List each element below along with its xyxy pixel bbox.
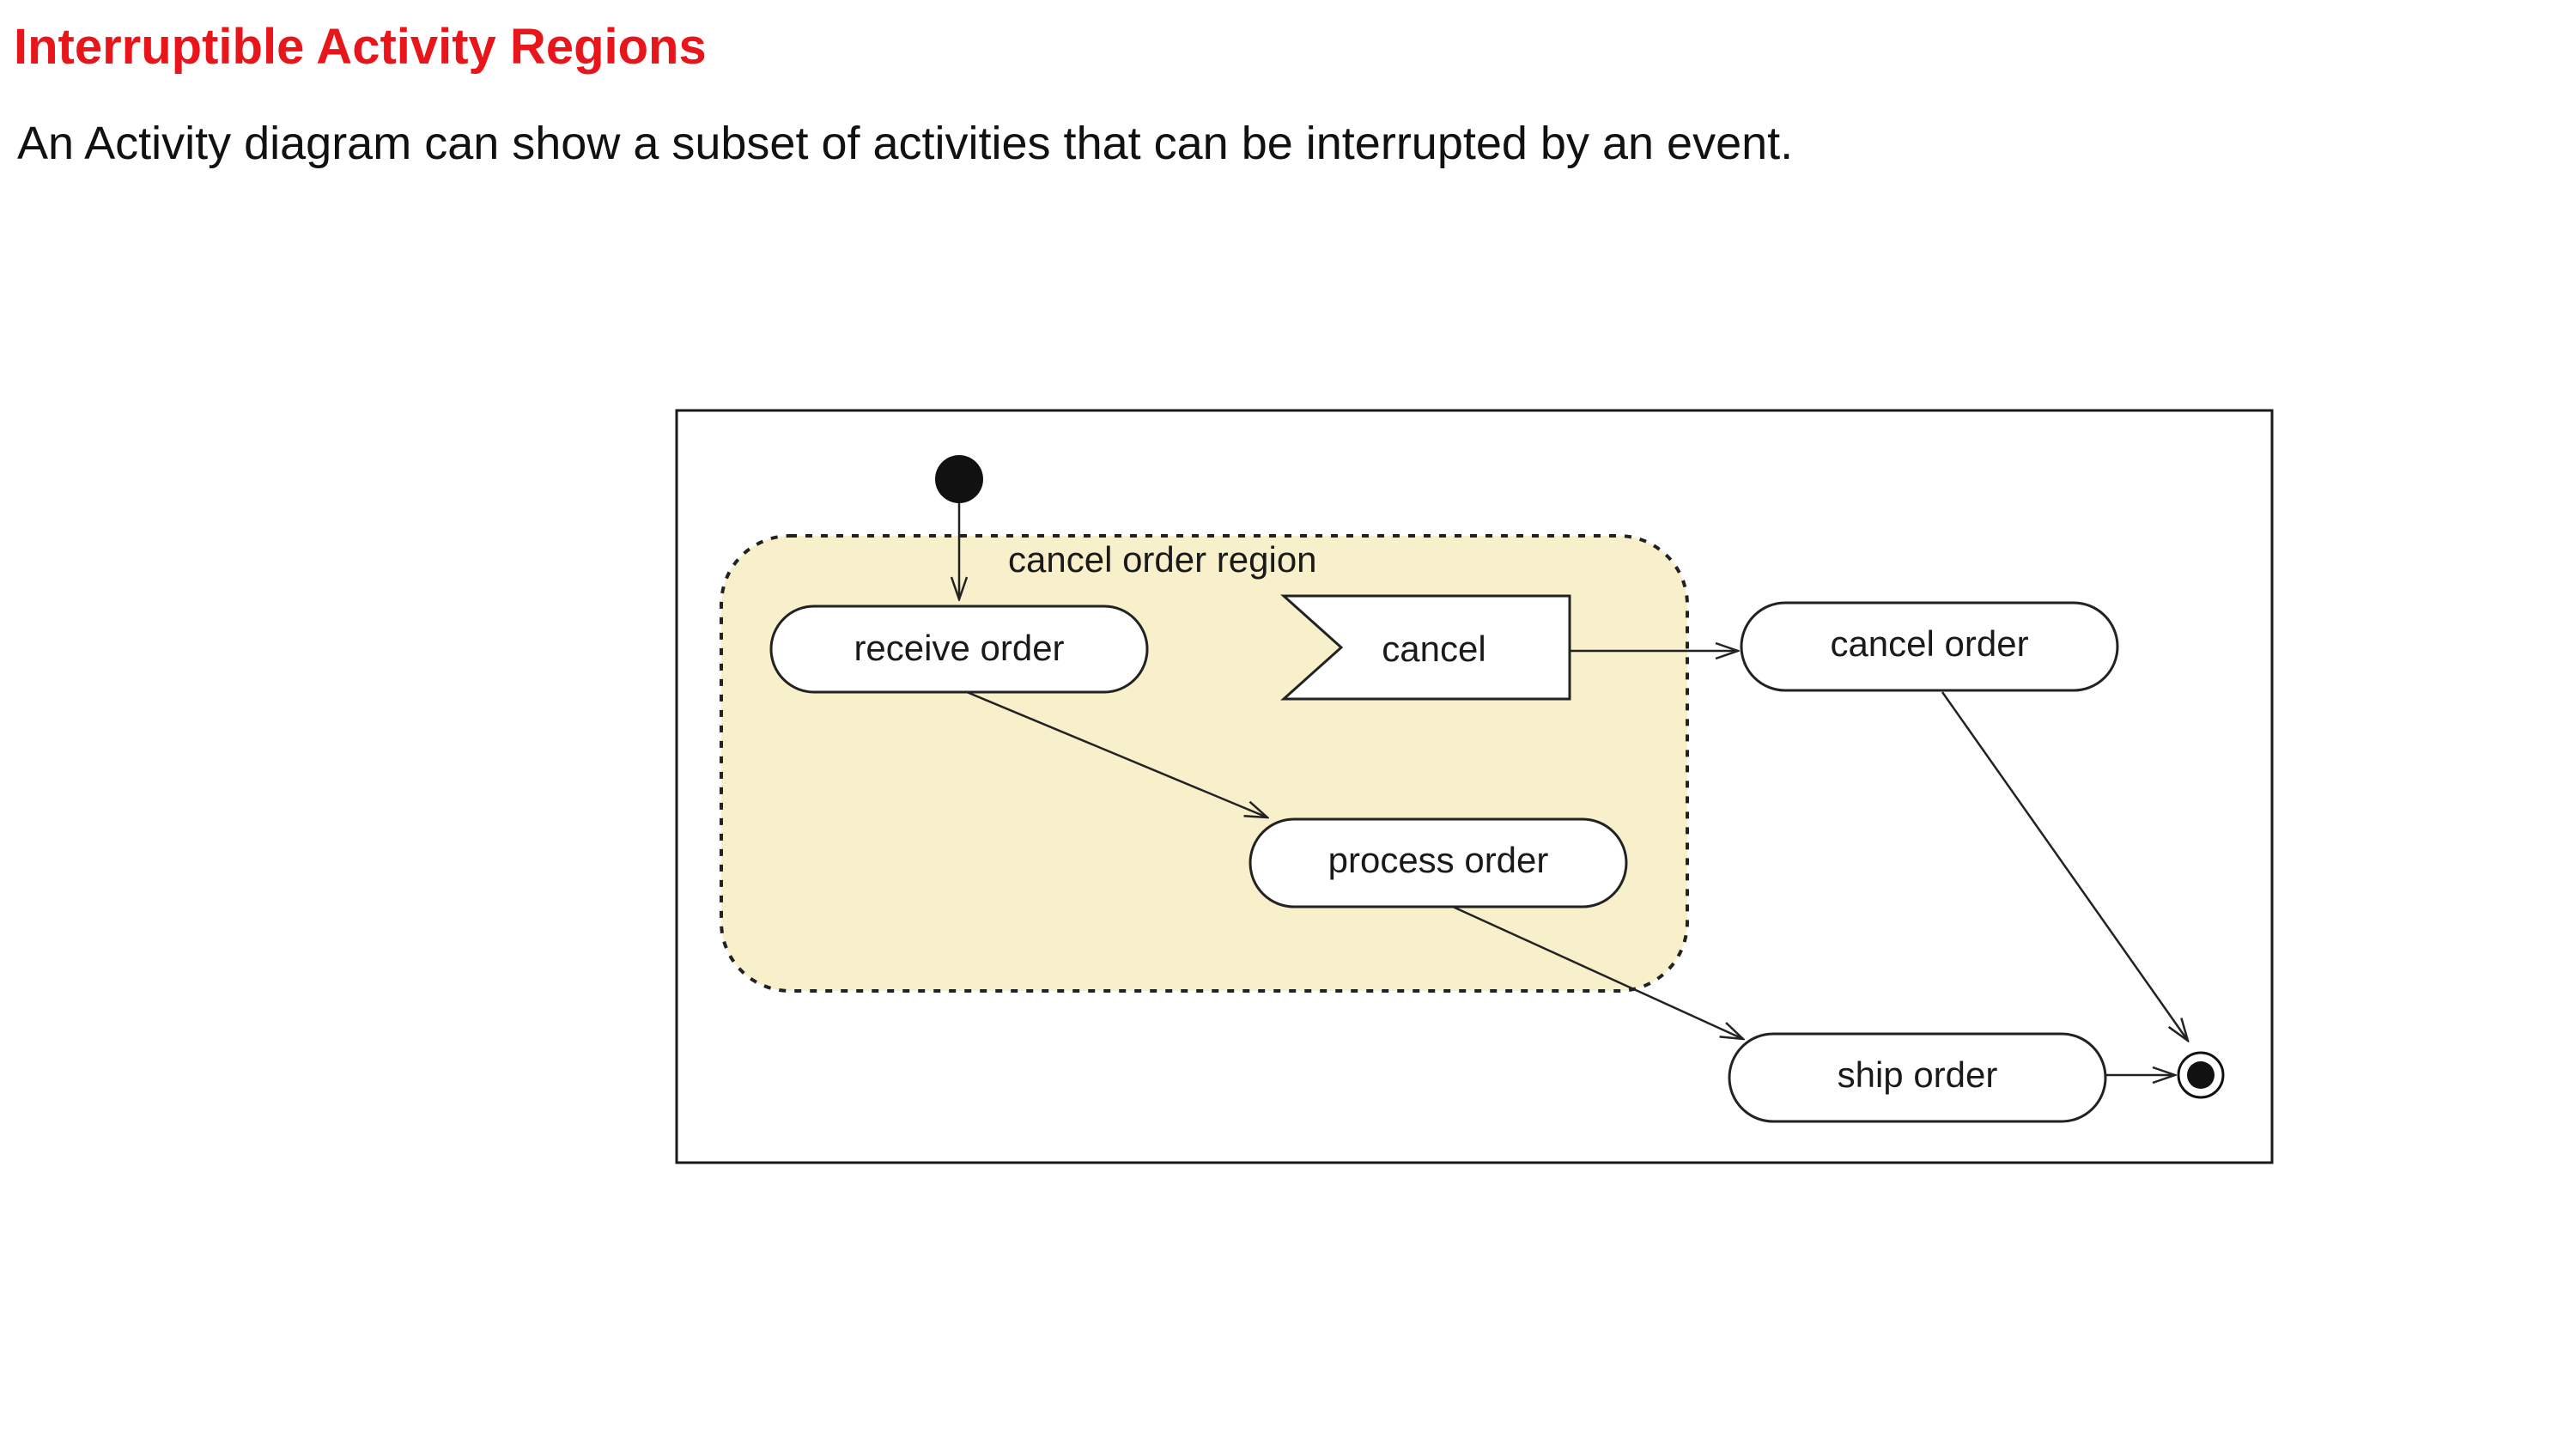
activity-process-order-label: process order (1328, 840, 1549, 880)
activity-ship-order-label: ship order (1838, 1054, 1998, 1095)
activity-ship-order (1728, 1032, 2107, 1123)
slide-title: Interruptible Activity Regions (14, 19, 707, 75)
slide-description: An Activity diagram can show a subset of… (17, 118, 1794, 169)
activity-cancel-order (1740, 601, 2119, 692)
initial-node (935, 455, 983, 503)
flow-cancel-order-to-final (1941, 691, 2188, 1041)
activity-receive-order (769, 605, 1149, 694)
cancel-signal-node (1280, 594, 1571, 701)
cancel-signal-label: cancel (1382, 629, 1485, 669)
flow-process-to-ship (1452, 905, 1743, 1039)
flow-receive-to-process (966, 690, 1267, 817)
final-node (2177, 1051, 2225, 1099)
region-label: cancel order region (1008, 539, 1317, 580)
activity-cancel-order-label: cancel order (1830, 623, 2028, 664)
activity-process-order (1249, 817, 1628, 908)
activity-receive-order-label: receive order (854, 628, 1064, 668)
